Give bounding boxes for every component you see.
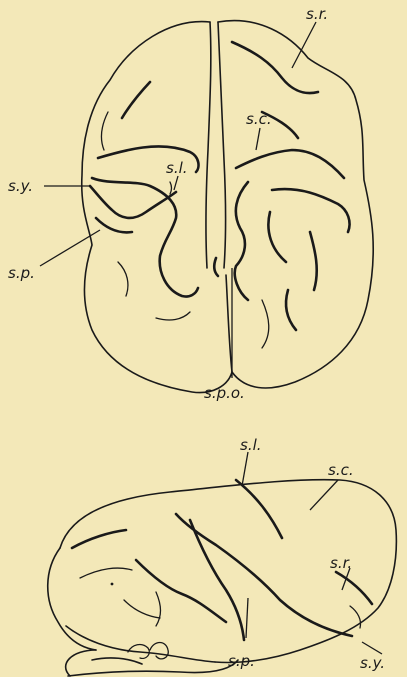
label-lateral-sr: s.r. (330, 554, 352, 572)
lateral-cerebellum-outline (66, 650, 96, 676)
sulcus-left-lateral (92, 178, 198, 297)
sulcus-left-rectus (122, 82, 150, 118)
sulcus-right-sylvian (272, 189, 350, 232)
sulcus-right-lower (286, 290, 296, 330)
dorsal-view-drawing: s.r. s.c. s.l. s.y. s.p. s.p.o. (8, 5, 373, 402)
longitudinal-fissure-right (218, 22, 226, 268)
leader-dorsal-sc (256, 128, 260, 150)
label-dorsal-sl: s.l. (166, 159, 188, 177)
leader-lateral-sp (246, 598, 248, 638)
lateral-sulcus-frontal-1 (72, 530, 126, 548)
sulcus-left-small (170, 182, 172, 194)
lateral-sulcus-central (236, 480, 282, 538)
leader-lateral-sc (310, 480, 338, 510)
lateral-sulcus-temporal (124, 600, 160, 618)
lateral-frontal-outline (48, 548, 96, 650)
label-lateral-sy: s.y. (360, 654, 385, 672)
sulcus-right-central (236, 150, 344, 178)
label-dorsal-sr: s.r. (306, 5, 328, 23)
lateral-olfactory (92, 658, 142, 664)
lateral-view-drawing: s.l. s.c. s.r. s.p. s.y. (48, 436, 397, 676)
label-dorsal-sy: s.y. (8, 177, 33, 195)
right-hemisphere-outline (218, 21, 373, 388)
occipital-notch (214, 258, 218, 276)
sulcus-left-frontal (101, 112, 108, 150)
lateral-curl-2 (150, 643, 168, 659)
lateral-sulcus-lateral (176, 514, 352, 636)
longitudinal-fissure (206, 22, 211, 268)
sulcus-left-occipital (156, 312, 190, 320)
sulcus-left-parietal (96, 218, 132, 232)
leader-dorsal-sl (174, 176, 178, 190)
sulcus-left-temporal (118, 262, 128, 296)
lateral-sulcus-frontal-2 (80, 568, 132, 578)
sulcus-right-rectus (232, 42, 318, 93)
sulcus-right-parietal (268, 212, 286, 262)
label-dorsal-sp: s.p. (8, 264, 35, 282)
lateral-sulcus-occipital (156, 592, 161, 626)
label-dorsal-spo: s.p.o. (204, 384, 245, 402)
lateral-dot (111, 583, 114, 586)
label-lateral-sc: s.c. (328, 461, 354, 479)
leader-lateral-sy (362, 642, 382, 654)
lateral-sulcus-posterior (336, 572, 372, 604)
label-lateral-sl: s.l. (240, 436, 262, 454)
sulcus-left-sylvian (90, 186, 176, 218)
sulcus-right-temporal (310, 232, 317, 290)
posterior-fissure (226, 275, 232, 372)
label-dorsal-sc: s.c. (246, 110, 272, 128)
sulcus-right-occipital (262, 300, 269, 348)
leader-lateral-sl (242, 452, 248, 486)
lateral-sulcus-parietal (190, 520, 244, 640)
label-lateral-sp: s.p. (228, 652, 255, 670)
left-hemisphere-outline (82, 22, 232, 393)
sulcus-right-lateral (235, 182, 248, 300)
